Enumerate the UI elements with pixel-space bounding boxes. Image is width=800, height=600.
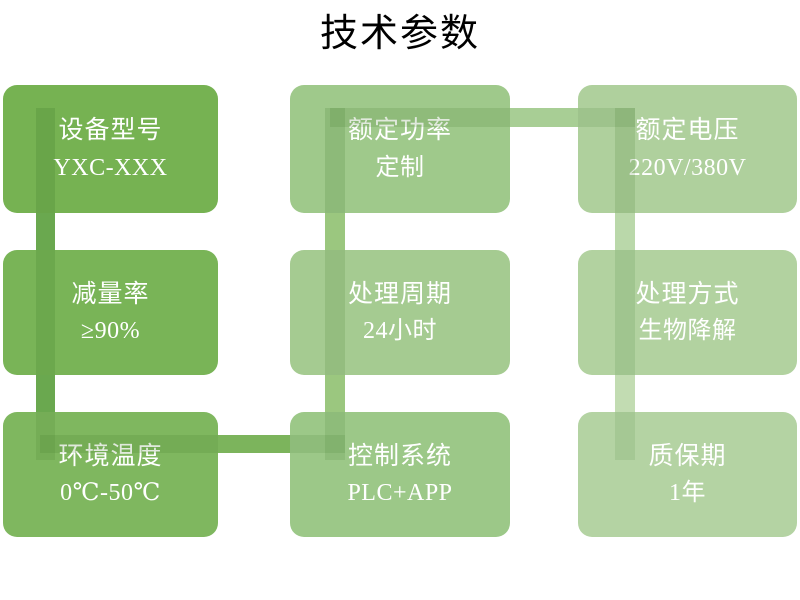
- card-rated-power[interactable]: 额定功率 定制: [290, 85, 510, 213]
- card-value: ≥90%: [80, 318, 141, 345]
- page-title: 技术参数: [319, 13, 480, 55]
- card-value: 220V/380V: [628, 154, 747, 181]
- card-title: 环境温度: [58, 442, 163, 470]
- card-title: 额定功率: [347, 117, 452, 145]
- card-value: 定制: [375, 154, 425, 181]
- card-value: 1年: [669, 480, 706, 507]
- card-title: 质保期: [648, 442, 727, 470]
- card-title: 处理方式: [635, 280, 740, 308]
- card-title: 减量率: [71, 280, 150, 308]
- card-value: YXC-XXX: [53, 154, 168, 181]
- card-title: 额定电压: [635, 117, 740, 145]
- card-value: 生物降解: [638, 318, 737, 345]
- card-ambient-temperature[interactable]: 环境温度 0℃-50℃: [3, 412, 218, 537]
- card-treatment-method[interactable]: 处理方式 生物降解: [578, 250, 797, 375]
- card-title: 处理周期: [347, 280, 452, 308]
- card-title: 控制系统: [347, 442, 452, 470]
- card-control-system[interactable]: 控制系统 PLC+APP: [290, 412, 510, 537]
- card-warranty-period[interactable]: 质保期 1年: [578, 412, 797, 537]
- card-title: 设备型号: [58, 117, 163, 145]
- card-rated-voltage[interactable]: 额定电压 220V/380V: [578, 85, 797, 213]
- card-value: PLC+APP: [347, 480, 453, 507]
- card-device-model[interactable]: 设备型号 YXC-XXX: [3, 85, 218, 213]
- card-reduction-rate[interactable]: 减量率 ≥90%: [3, 250, 218, 375]
- card-value: 24小时: [363, 318, 437, 345]
- card-treatment-cycle[interactable]: 处理周期 24小时: [290, 250, 510, 375]
- card-value: 0℃-50℃: [60, 480, 161, 507]
